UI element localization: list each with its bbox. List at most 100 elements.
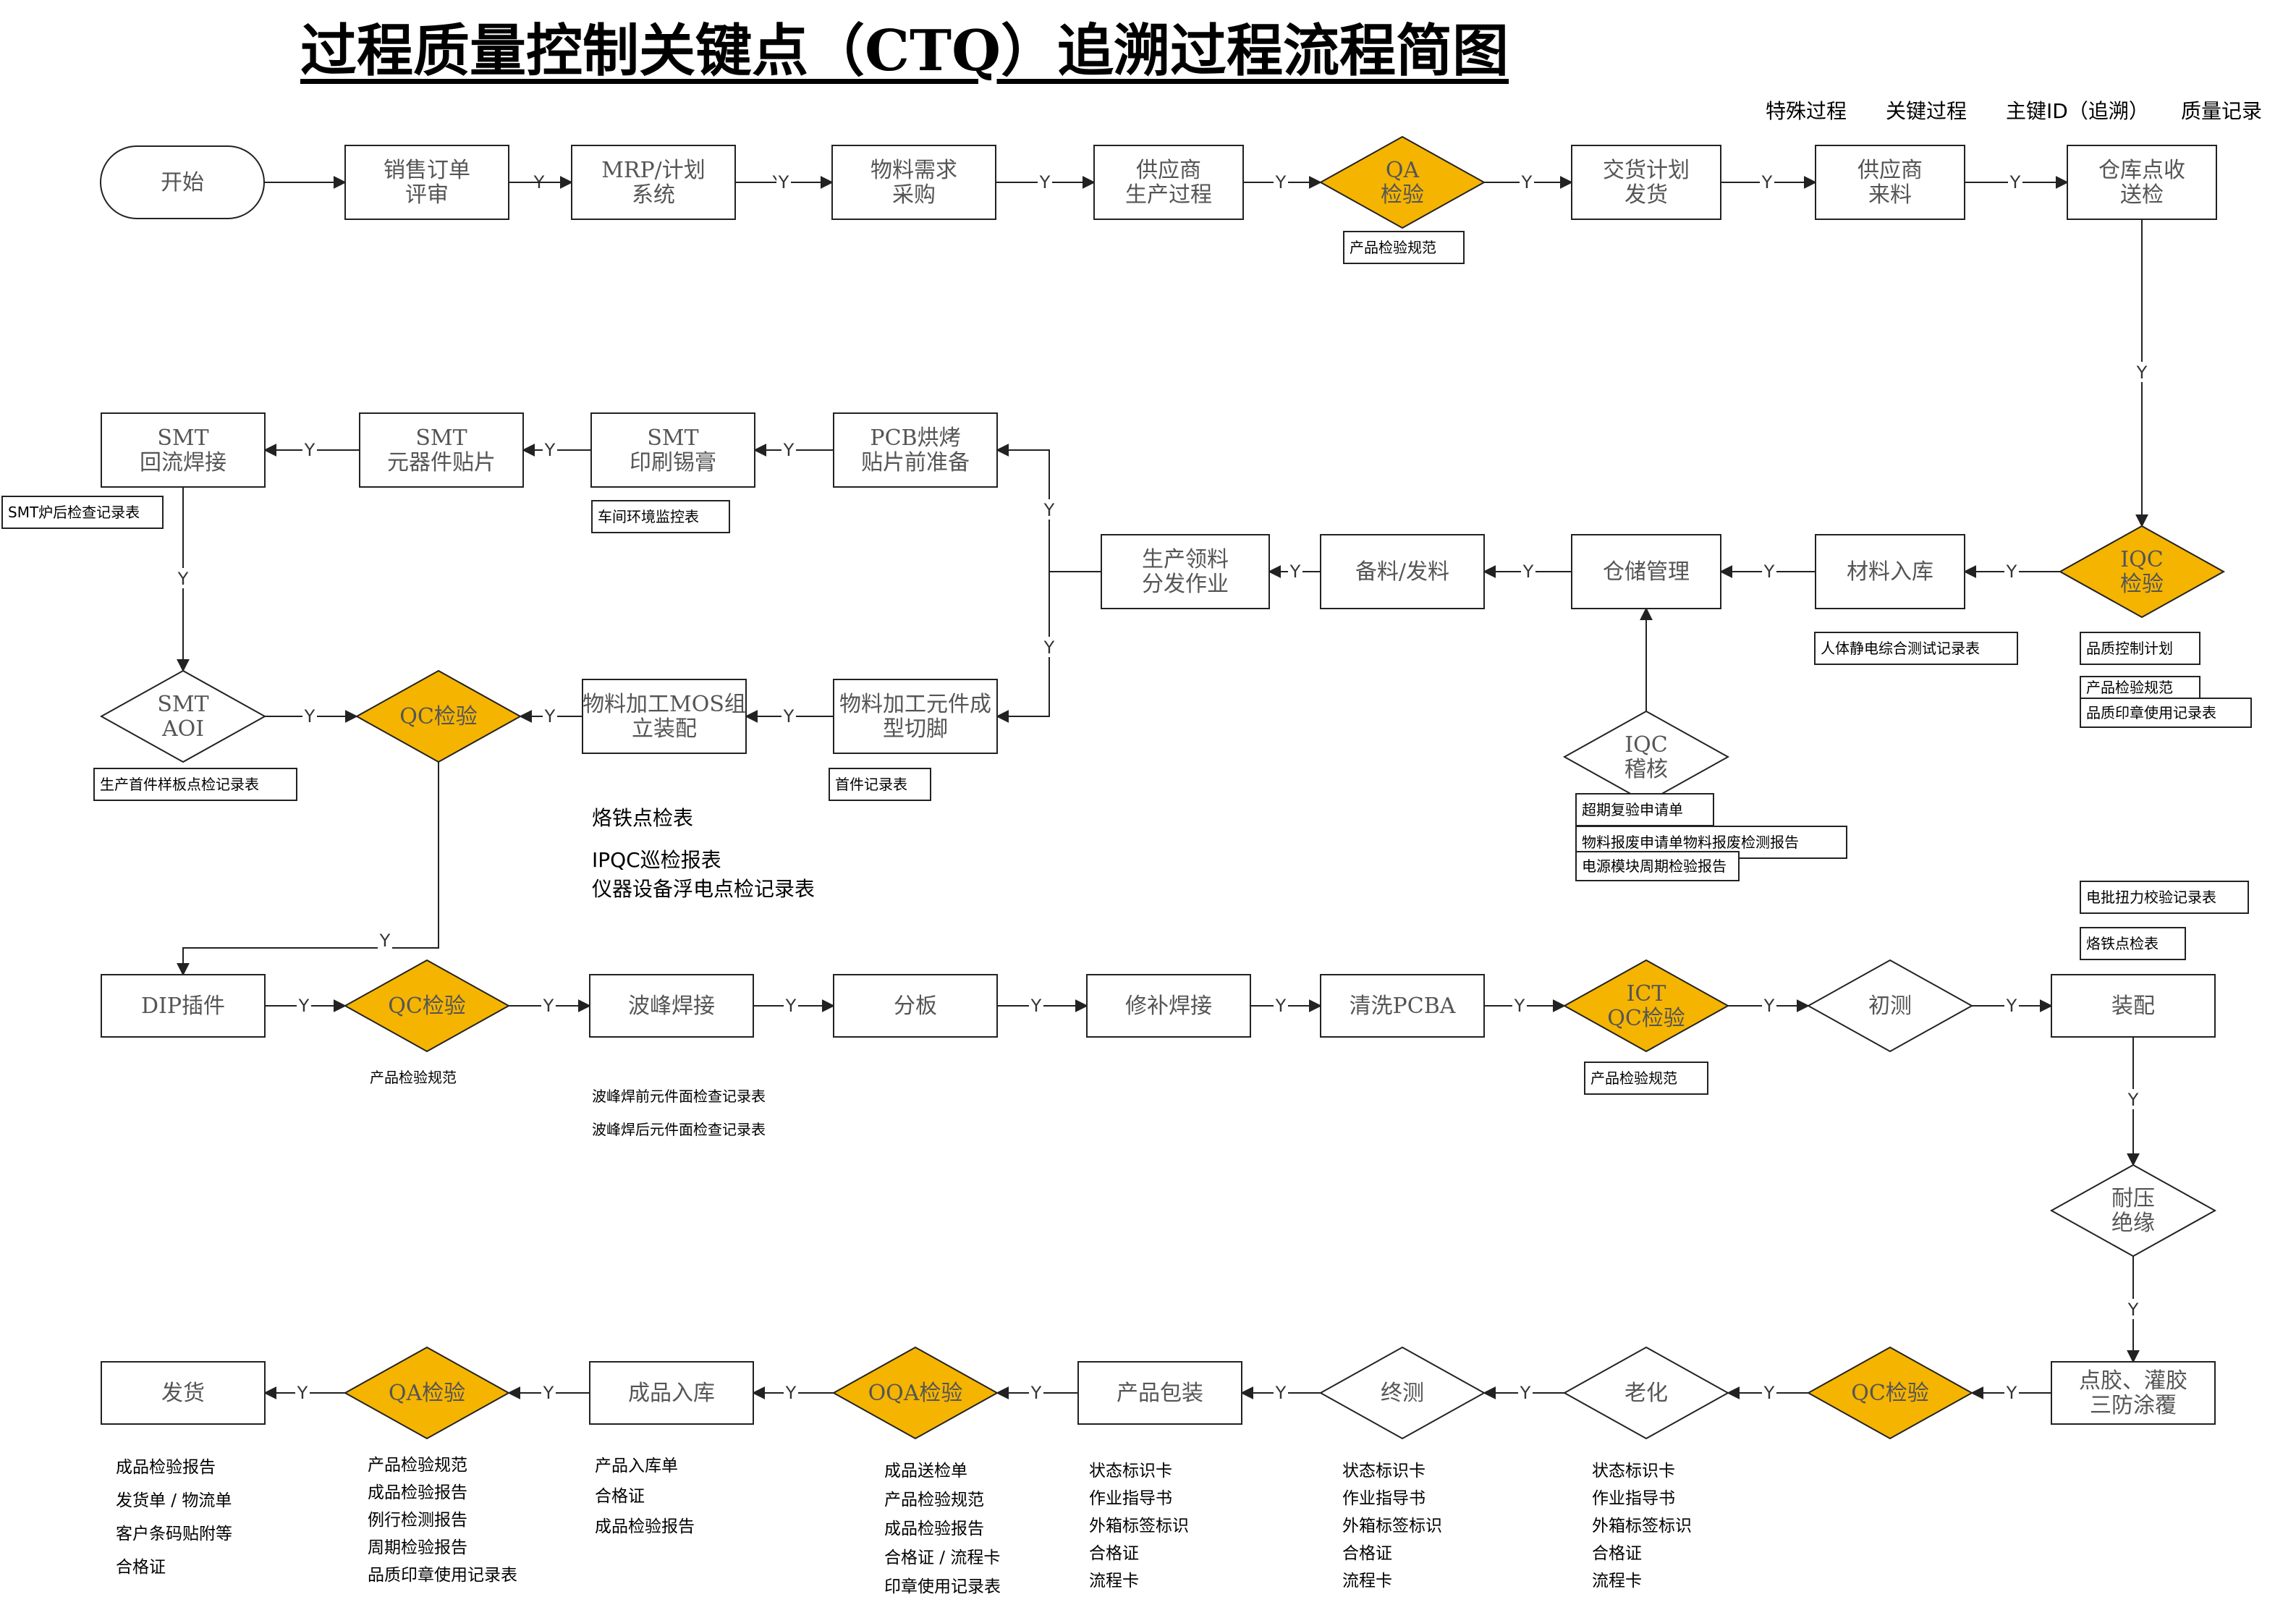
record-r-stamp-iqc: 品质印章使用记录表 [2080, 698, 2252, 728]
record-r-overdue: 超期复验申请单 [1575, 793, 1714, 826]
node-fg-storage[interactable]: 成品入库 [589, 1361, 754, 1425]
flow-arrow: Y [735, 171, 834, 192]
note-line: 例行检测报告 [368, 1511, 467, 1530]
note-line: 状态标识卡 [1089, 1462, 1172, 1480]
node-oqa-inspect[interactable]: OQA检验 [831, 1346, 999, 1440]
node-rework[interactable]: 修补焊接 [1086, 974, 1251, 1038]
note-line: 发货单 / 物流单 [116, 1491, 232, 1510]
flow-arrow: Y [1484, 995, 1566, 1016]
note-line: 流程卡 [1342, 1572, 1392, 1590]
flow-arrow: Y [996, 171, 1096, 192]
flow-arrow: Y [996, 1382, 1078, 1403]
flow-arrow: Y [1483, 561, 1572, 582]
flow-arrow: Y [996, 444, 1101, 572]
note-line: 印章使用记录表 [884, 1577, 1001, 1596]
record-label: 生产首件样板点检记录表 [100, 776, 259, 793]
node-label: 装配 [2111, 993, 2155, 1019]
note-line: 客户条码贴附等 [116, 1525, 232, 1543]
flow-arrow: Y [753, 995, 835, 1016]
node-qa-inspect-1[interactable]: QA检验 [1318, 135, 1486, 229]
node-label: IQC [2120, 547, 2163, 572]
node-label: QC检验 [1851, 1381, 1929, 1406]
node-warehouse-mgmt[interactable]: 仓储管理 [1571, 534, 1721, 609]
node-qc-inspect-1[interactable]: QC检验 [355, 669, 522, 763]
node-wave-solder[interactable]: 波峰焊接 [589, 974, 754, 1038]
flow-arrow: Y [176, 487, 190, 672]
flow-arrow: Y [519, 706, 583, 726]
edge-label-y: Y [543, 1383, 554, 1403]
node-label: 仓库点收 [2098, 158, 2185, 183]
edge-label-y: Y [543, 996, 554, 1016]
flow-arrow: Y [752, 1382, 834, 1403]
note-n-wave2: 波峰焊后元件面检查记录表 [592, 1121, 766, 1138]
node-label: 检验 [1381, 182, 1424, 208]
edge-label-y: Y [1763, 996, 1775, 1016]
node-initial-test[interactable]: 初测 [1806, 959, 1974, 1053]
note-n-equip: 仪器设备浮电点检记录表 [592, 877, 815, 901]
flow-arrow: Y [1965, 171, 2069, 192]
node-clean-pcba[interactable]: 清洗PCBA [1320, 974, 1485, 1038]
node-qa-inspect-2[interactable]: QA检验 [343, 1346, 511, 1440]
node-label: 终测 [1381, 1381, 1424, 1406]
node-label: SMT [157, 425, 208, 451]
node-shipping[interactable]: 发货 [101, 1361, 266, 1425]
node-assembly[interactable]: 装配 [2051, 974, 2216, 1038]
edge-label-y: Y [785, 1383, 797, 1403]
node-qc-inspect-3[interactable]: QC检验 [1806, 1346, 1974, 1440]
node-dip[interactable]: DIP插件 [101, 974, 266, 1038]
node-final-test[interactable]: 终测 [1318, 1346, 1486, 1440]
record-r-qa1: 产品检验规范 [1343, 231, 1465, 264]
flow-arrow: Y [1719, 561, 1816, 582]
note-line: 产品入库单 [595, 1457, 678, 1475]
edge-label-y: Y [2009, 172, 2021, 192]
node-packing[interactable]: 产品包装 [1077, 1361, 1242, 1425]
flow-arrow: Y [1728, 995, 1810, 1016]
edge-label-y: Y [2127, 1090, 2139, 1110]
flow-arrow: Y [1721, 171, 1817, 192]
flow-arrow: Y [996, 572, 1056, 723]
record-r-iron-r: 烙铁点检表 [2080, 927, 2186, 960]
record-label: 产品检验规范 [1350, 239, 1436, 256]
note-line: 周期检验报告 [368, 1538, 467, 1557]
node-label: 采购 [892, 182, 936, 208]
edge-label-y: Y [785, 996, 797, 1016]
note-n-ipqc: IPQC巡检报表 [592, 848, 721, 872]
node-qc-inspect-2[interactable]: QC检验 [343, 959, 511, 1053]
node-material-storage[interactable]: 材料入库 [1815, 534, 1965, 609]
node-start[interactable]: 开始 [100, 145, 265, 219]
flow-arrow: Y [1483, 1382, 1564, 1403]
node-aging[interactable]: 老化 [1562, 1346, 1730, 1440]
note-line: 流程卡 [1089, 1572, 1139, 1590]
node-label: 稽核 [1624, 757, 1668, 782]
node-label: SMT [415, 425, 467, 451]
node-kitting[interactable]: 备料/发料 [1320, 534, 1485, 609]
legend-special-process: 特殊过程 [1766, 99, 1847, 123]
node-depanel[interactable]: 分板 [833, 974, 998, 1038]
flow-arrow: Y [263, 1382, 345, 1403]
